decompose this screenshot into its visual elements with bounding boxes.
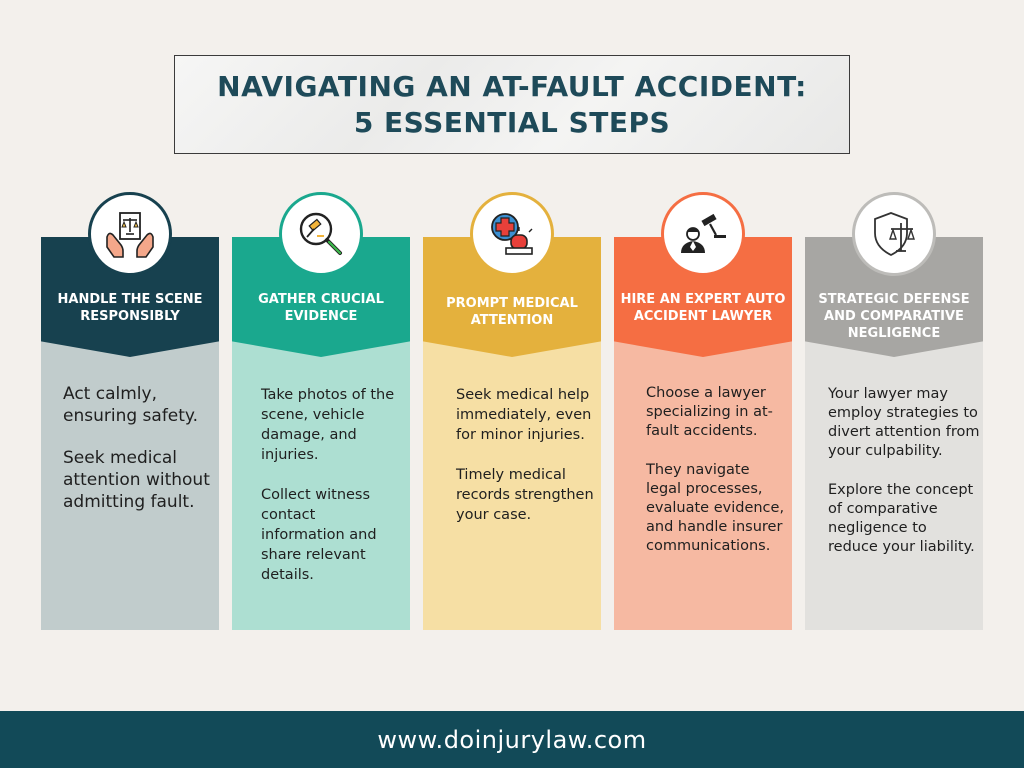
step-1-paragraph-1: Act calmly, ensuring safety. (63, 384, 198, 426)
step-5-body-text: Your lawyer may employ strategies to div… (828, 385, 980, 577)
step-2-paragraph-2: Collect witness contact information and … (261, 487, 377, 583)
step-4-body-text: Choose a lawyer specializing in at-fault… (646, 384, 788, 576)
medical-cross-siren-icon (491, 213, 533, 255)
title-box: NAVIGATING AN AT-FAULT ACCIDENT: 5 ESSEN… (174, 55, 850, 154)
step-3-body-text: Seek medical help immediately, even for … (456, 385, 596, 545)
page-title-line-2: 5 ESSENTIAL STEPS (353, 105, 671, 139)
step-4-heading: HIRE AN EXPERT AUTO ACCIDENT LAWYER (620, 292, 786, 324)
step-column-3: PROMPT MEDICAL ATTENTION Seek medical he… (423, 192, 601, 630)
lawyer-gavel-icon (681, 213, 726, 253)
step-column-5: STRATEGIC DEFENSE AND COMPARATIVE NEGLIG… (805, 192, 983, 630)
step-5-heading: STRATEGIC DEFENSE AND COMPARATIVE NEGLIG… (818, 292, 970, 341)
page-title-line-1: NAVIGATING AN AT-FAULT ACCIDENT: (217, 69, 807, 103)
footer-website-link[interactable]: www.doinjurylaw.com (377, 725, 647, 754)
step-5-paragraph-1: Your lawyer may employ strategies to div… (828, 386, 980, 459)
step-2-paragraph-1: Take photos of the scene, vehicle damage… (261, 387, 395, 463)
step-3-heading: PROMPT MEDICAL ATTENTION (446, 296, 578, 328)
step-5-icon-circle (852, 192, 936, 276)
step-3-icon-circle (470, 192, 554, 276)
step-column-1: HANDLE THE SCENE RESPONSIBLY Act calmly,… (41, 192, 219, 630)
step-2-body-text: Take photos of the scene, vehicle damage… (261, 385, 401, 605)
step-3-paragraph-2: Timely medical records strengthen your c… (456, 467, 594, 523)
step-2-icon-circle (279, 192, 363, 276)
step-2-heading: GATHER CRUCIAL EVIDENCE (258, 292, 384, 324)
step-5-paragraph-2: Explore the concept of comparative negli… (828, 482, 975, 555)
step-column-2: GATHER CRUCIAL EVIDENCE Take photos of t… (232, 192, 410, 630)
step-4-paragraph-2: They navigate legal processes, evaluate … (646, 462, 785, 554)
footer-bar: www.doinjurylaw.com (0, 711, 1024, 768)
shield-scales-icon (874, 212, 915, 257)
step-1-body-text: Act calmly, ensuring safety. Seek medica… (63, 383, 213, 533)
step-3-paragraph-1: Seek medical help immediately, even for … (456, 387, 592, 443)
step-1-paragraph-2: Seek medical attention without admitting… (63, 448, 210, 512)
step-1-heading: HANDLE THE SCENE RESPONSIBLY (57, 292, 203, 324)
hands-document-scales-icon (106, 212, 154, 258)
step-4-paragraph-1: Choose a lawyer specializing in at-fault… (646, 385, 773, 439)
step-column-4: HIRE AN EXPERT AUTO ACCIDENT LAWYER Choo… (614, 192, 792, 630)
step-4-icon-circle (661, 192, 745, 276)
step-1-icon-circle (88, 192, 172, 276)
magnifier-gavel-icon (299, 212, 342, 255)
